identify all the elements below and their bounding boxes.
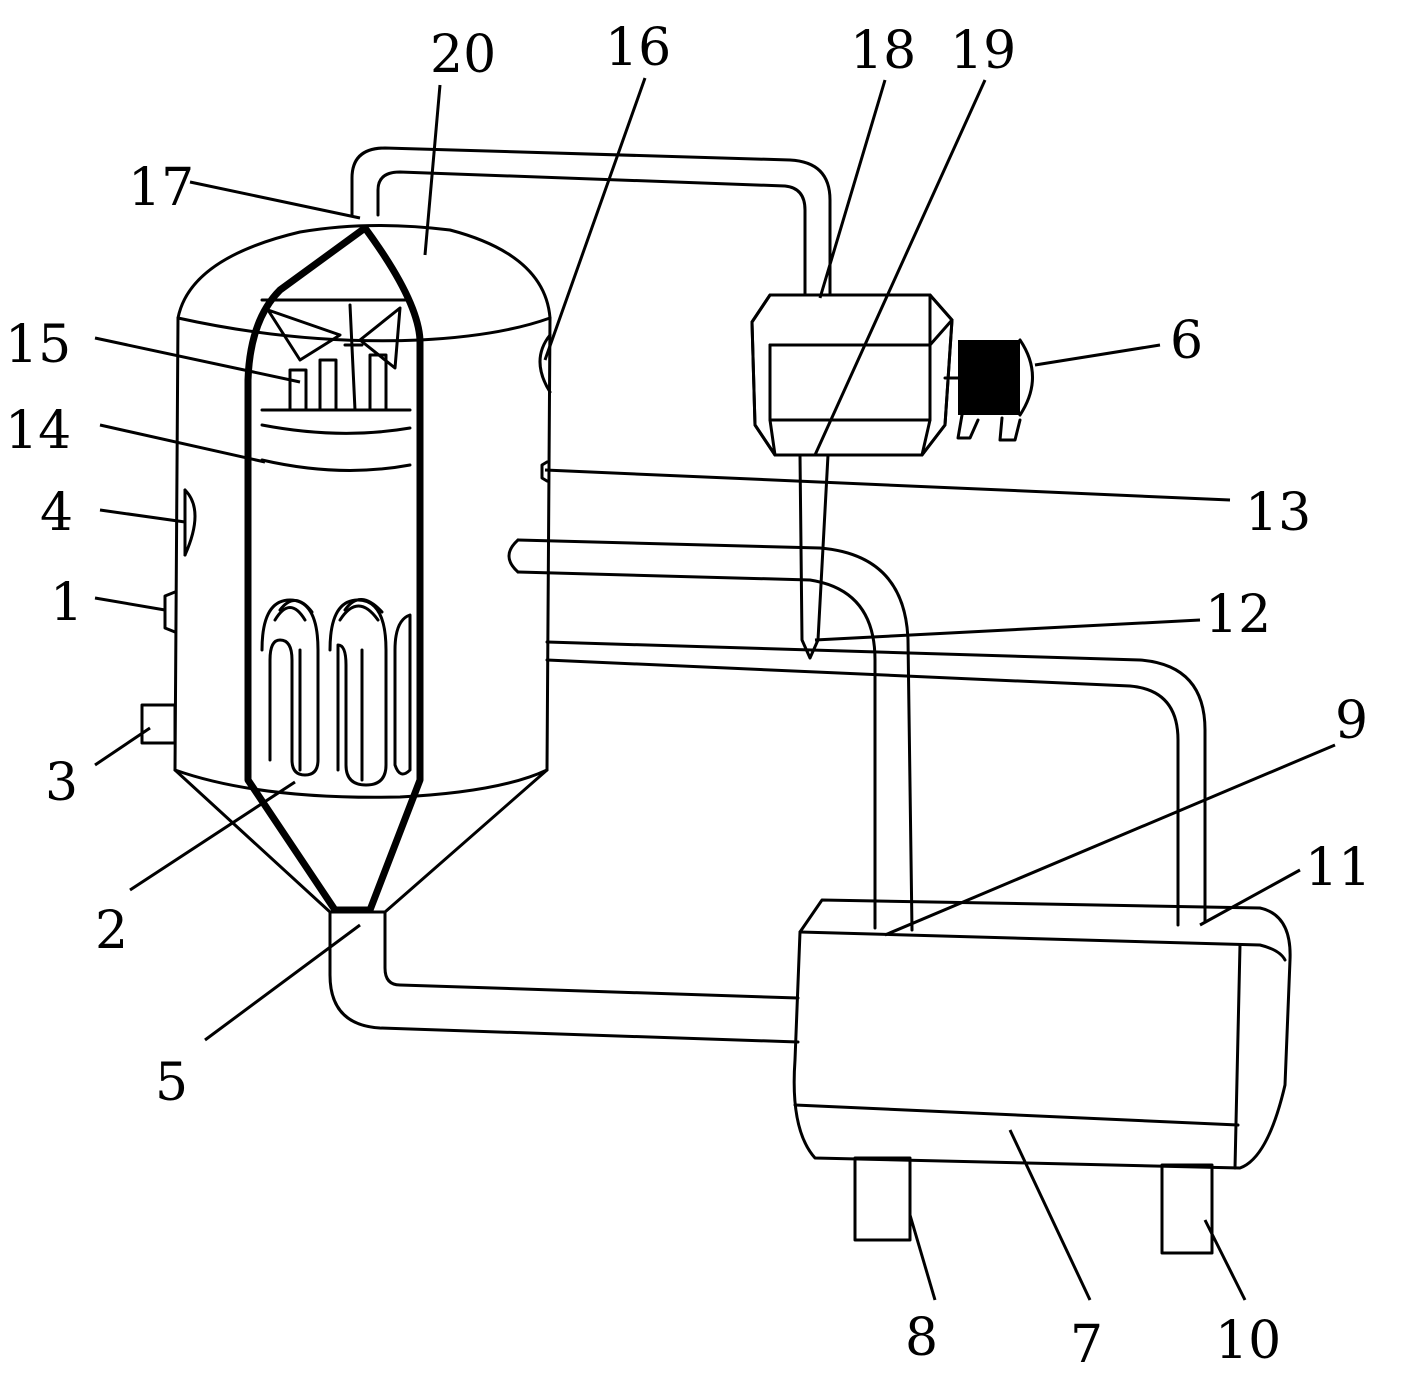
return-pipe-upper xyxy=(507,538,914,932)
label-8: 8 xyxy=(905,1308,938,1368)
heating-coils xyxy=(260,598,412,787)
fittings xyxy=(140,333,552,745)
label-2: 2 xyxy=(95,901,128,961)
label-19: 19 xyxy=(950,21,1016,81)
label-11: 11 xyxy=(1305,838,1371,898)
label-10: 10 xyxy=(1215,1311,1281,1371)
label-20: 20 xyxy=(430,25,496,85)
pipe-12 xyxy=(545,640,1207,927)
bottom-pipe xyxy=(328,910,800,1044)
label-13: 13 xyxy=(1245,483,1311,543)
label-4: 4 xyxy=(40,483,73,543)
label-3: 3 xyxy=(45,753,78,813)
inner-chamber xyxy=(244,224,424,914)
label-14: 14 xyxy=(5,401,71,461)
tank-7 xyxy=(792,898,1292,1255)
label-12: 12 xyxy=(1205,585,1271,645)
label-9: 9 xyxy=(1335,691,1368,751)
label-7: 7 xyxy=(1070,1315,1103,1372)
label-15: 15 xyxy=(5,315,71,375)
top-pipe xyxy=(350,146,832,297)
separator-box xyxy=(750,293,954,457)
drop-pipe xyxy=(798,453,830,660)
label-18: 18 xyxy=(850,21,916,81)
label-5: 5 xyxy=(155,1053,188,1113)
number-labels: 20 16 18 19 17 15 14 4 1 3 2 5 6 13 12 9… xyxy=(5,18,1371,1375)
vessel xyxy=(173,223,552,914)
label-17: 17 xyxy=(128,158,194,218)
label-1: 1 xyxy=(50,573,83,633)
motor-6 xyxy=(943,338,1034,442)
label-16: 16 xyxy=(605,18,671,78)
leader-lines xyxy=(94,77,1336,1301)
label-6: 6 xyxy=(1170,311,1203,371)
